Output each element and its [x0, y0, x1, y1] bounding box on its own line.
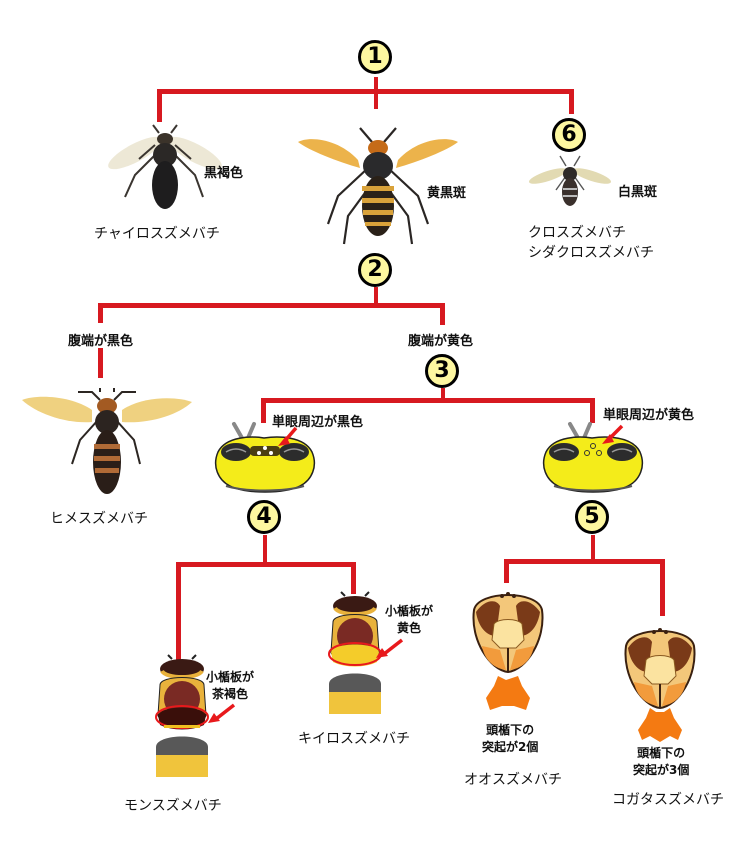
- annotation-clypeus-2-teeth: 頭楯下の 突起が2個: [482, 722, 538, 756]
- species-kogata-suzumebachi: コガタスズメバチ: [612, 792, 724, 808]
- badge-number: 1: [367, 44, 383, 69]
- annotation-line: 頭楯下の: [637, 746, 686, 760]
- color-note-black-brown: 黒褐色: [204, 166, 244, 181]
- species-chairo-suzumebachi: チャイロスズメバチ: [94, 226, 220, 242]
- clypeus-shape-3-teeth-icon: [638, 708, 682, 742]
- connector-2-left-drop: [98, 303, 103, 323]
- species-oo-suzumebachi: オオスズメバチ: [464, 772, 562, 788]
- connector-4-bar: [176, 562, 356, 567]
- branch-label-abdomen-tip-yellow: 腹端が黄色: [408, 334, 474, 349]
- annotation-line: 小楯板が: [385, 604, 434, 618]
- connector-3-stem: [441, 388, 445, 402]
- connector-3-right-drop: [590, 398, 595, 423]
- annotation-line: 突起が3個: [633, 763, 690, 777]
- pointer-arrow-icon: [208, 703, 236, 723]
- annotation-line: 小楯板が: [206, 670, 255, 684]
- step-badge-2: 2: [358, 253, 392, 287]
- connector-1-right-drop: [569, 89, 574, 114]
- badge-number: 3: [434, 358, 450, 383]
- connector-3-left-drop: [261, 398, 266, 423]
- connector-1-bar: [157, 89, 574, 94]
- head-front-ocelli-yellow-icon: [542, 422, 644, 493]
- connector-2-bar: [98, 303, 445, 308]
- clypeus-shape-2-teeth-icon: [486, 676, 530, 710]
- step-badge-6: 6: [552, 118, 586, 152]
- hime-hornet-photo-icon: [22, 388, 192, 494]
- thorax-scutellum-brown-icon: [155, 654, 209, 777]
- thorax-scutellum-yellow-icon: [328, 591, 382, 714]
- connector-5-stem: [591, 535, 595, 563]
- dark-hornet-photo-icon: [108, 124, 222, 209]
- connector-4-left-drop: [176, 562, 181, 660]
- badge-number: 6: [561, 122, 577, 147]
- connector-2-left-drop-lower: [98, 348, 103, 378]
- species-hime-suzumebachi: ヒメスズメバチ: [50, 511, 148, 527]
- species-mon-suzumebachi: モンスズメバチ: [124, 798, 222, 814]
- connector-5-left-drop: [504, 559, 509, 583]
- badge-number: 4: [256, 504, 272, 529]
- connector-2-stem: [374, 287, 378, 307]
- face-clypeus-3-teeth-icon: [624, 628, 696, 710]
- annotation-line: 茶褐色: [212, 687, 249, 701]
- branch-label-abdomen-tip-black: 腹端が黒色: [68, 334, 134, 349]
- branch-label-ocelli-black: 単眼周辺が黒色: [272, 415, 364, 430]
- annotation-line: 突起が2個: [482, 740, 539, 754]
- pointer-arrow-icon: [376, 638, 404, 658]
- small-black-wasp-photo-icon: [528, 155, 612, 206]
- annotation-line: 頭楯下の: [486, 723, 535, 737]
- annotation-scutellum-brown: 小楯板が 茶褐色: [206, 669, 254, 703]
- annotation-clypeus-3-teeth: 頭楯下の 突起が3個: [633, 745, 689, 779]
- branch-label-ocelli-yellow: 単眼周辺が黄色: [603, 408, 695, 423]
- color-note-white-black: 白黒斑: [618, 185, 658, 200]
- connector-4-stem: [263, 535, 267, 567]
- connector-3-bar: [261, 398, 595, 403]
- species-kuro-suzumebachi: クロスズメバチ: [528, 225, 626, 241]
- face-clypeus-2-teeth-icon: [472, 592, 544, 674]
- connector-5-bar: [504, 559, 665, 564]
- step-badge-5: 5: [575, 500, 609, 534]
- annotation-line: 黄色: [397, 621, 422, 635]
- species-kiiro-suzumebachi: キイロスズメバチ: [298, 731, 410, 747]
- color-note-yellow-black: 黄黒斑: [427, 186, 467, 201]
- connector-4-right-drop: [351, 562, 356, 594]
- connector-5-right-drop: [660, 559, 665, 616]
- species-shidakuro-suzumebachi: シダクロスズメバチ: [528, 245, 654, 261]
- annotation-scutellum-yellow: 小楯板が 黄色: [385, 603, 433, 637]
- badge-number: 5: [584, 504, 600, 529]
- connector-2-right-drop: [440, 303, 445, 325]
- step-badge-4: 4: [247, 500, 281, 534]
- badge-number: 2: [367, 257, 383, 282]
- yellow-black-hornet-photo-icon: [298, 127, 458, 245]
- connector-1-left-drop: [157, 89, 162, 122]
- step-badge-1: 1: [358, 40, 392, 74]
- head-front-ocelli-black-icon: [214, 422, 316, 493]
- step-badge-3: 3: [425, 354, 459, 388]
